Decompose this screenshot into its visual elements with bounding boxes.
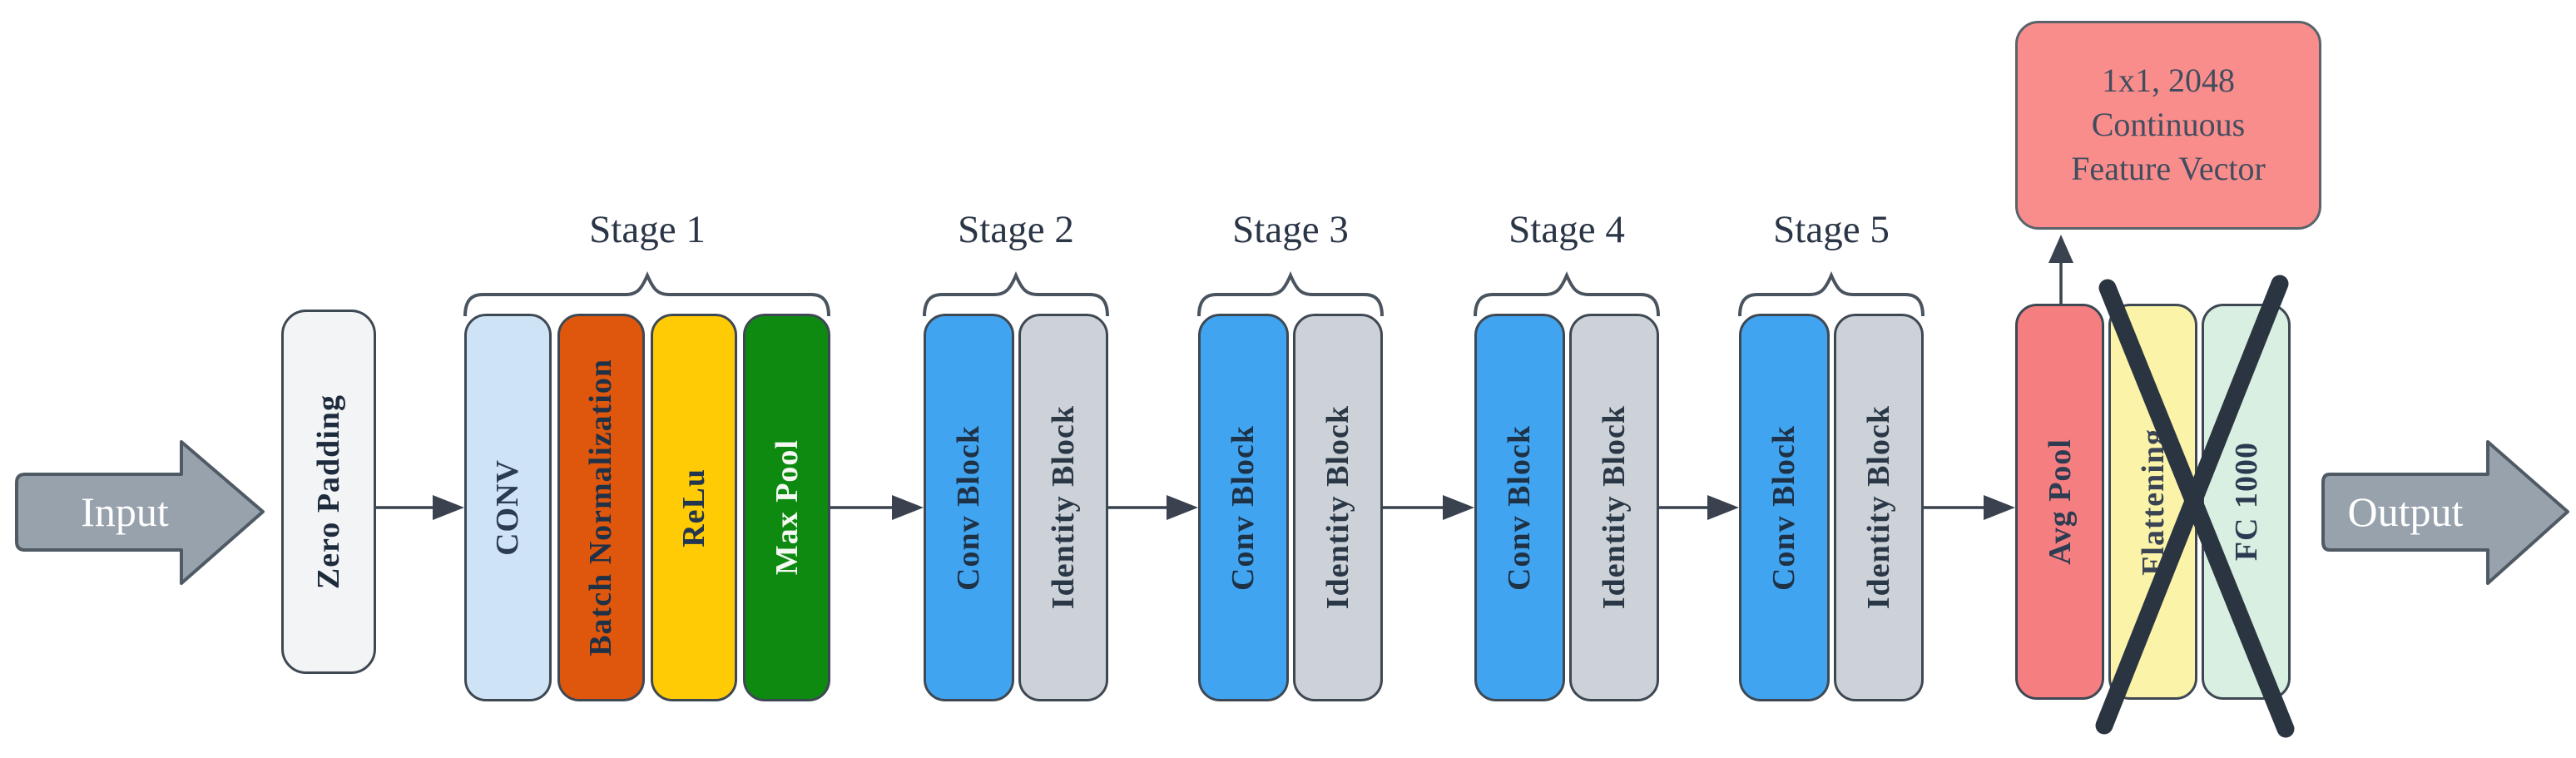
- feature-vector-line-3: Feature Vector: [2071, 149, 2266, 187]
- stage-2-label: Stage 2: [958, 208, 1074, 251]
- stage-4-conv-block-label: Conv Block: [1502, 424, 1538, 591]
- stage-3-identity-block: Identity Block: [1292, 314, 1383, 701]
- relu-label: ReLu: [676, 468, 711, 547]
- brace-stage-4: [1474, 271, 1660, 317]
- max-pool-block: Max Pool: [743, 314, 830, 701]
- brace-stage-3: [1197, 271, 1384, 317]
- stage-3-conv-block-label: Conv Block: [1226, 424, 1261, 591]
- batch-normalization-block: Batch Normalization: [557, 314, 645, 701]
- connector-arrow-stage3-to-stage4: [1383, 495, 1474, 520]
- input-arrow: [15, 440, 265, 585]
- connector-arrow-zero-to-stage1: [376, 495, 464, 520]
- output-arrow: [2321, 440, 2569, 585]
- stage-2-identity-block-label: Identity Block: [1045, 405, 1081, 610]
- up-arrow-avgpool-to-feature-vector: [2048, 235, 2073, 306]
- batch-normalization-label: Batch Normalization: [583, 359, 619, 656]
- zero-padding-group: Zero Padding: [281, 310, 376, 674]
- stage-4-group: Conv Block Identity Block: [1474, 314, 1659, 701]
- stage-5-conv-block-label: Conv Block: [1766, 424, 1802, 591]
- connector-arrow-stage4-to-stage5: [1659, 495, 1739, 520]
- max-pool-label: Max Pool: [769, 439, 805, 576]
- stage-2-conv-block-label: Conv Block: [951, 424, 987, 591]
- feature-vector-box: 1x1, 2048 Continuous Feature Vector: [2015, 21, 2321, 230]
- connector-arrow-stage5-to-avgpool: [1924, 495, 2015, 520]
- brace-stage-5: [1738, 271, 1925, 317]
- relu-block: ReLu: [650, 314, 738, 701]
- stage-4-label: Stage 4: [1508, 208, 1625, 251]
- input-arrow-label: Input: [81, 488, 169, 535]
- connector-arrow-stage2-to-stage3: [1108, 495, 1198, 520]
- stage-2-identity-block: Identity Block: [1018, 314, 1108, 701]
- zero-padding-block: Zero Padding: [281, 310, 376, 674]
- stage-2-conv-block: Conv Block: [924, 314, 1014, 701]
- conv-label: CONV: [490, 459, 526, 556]
- stage-4-identity-block-label: Identity Block: [1596, 405, 1632, 610]
- stage-4-conv-block: Conv Block: [1474, 314, 1565, 701]
- feature-vector-line-2: Continuous: [2091, 106, 2246, 144]
- brace-stage-2: [923, 271, 1109, 317]
- stage-3-label: Stage 3: [1232, 208, 1349, 251]
- stage-3-conv-block: Conv Block: [1198, 314, 1289, 701]
- zero-padding-label: Zero Padding: [311, 394, 346, 590]
- output-arrow-label: Output: [2347, 488, 2464, 535]
- stage-2-group: Conv Block Identity Block: [924, 314, 1108, 701]
- avg-pool-block: Avg Pool: [2015, 304, 2104, 700]
- brace-stage-1: [463, 271, 830, 317]
- stage-5-identity-block: Identity Block: [1833, 314, 1924, 701]
- feature-vector-line-1: 1x1, 2048: [2102, 62, 2235, 100]
- head-group: Avg Pool Flattening FC 1000: [2015, 304, 2291, 700]
- stage-3-group: Conv Block Identity Block: [1198, 314, 1383, 701]
- stage-1-label: Stage 1: [589, 208, 706, 251]
- fc-1000-block: FC 1000: [2202, 304, 2291, 700]
- flattening-block: Flattening: [2108, 304, 2197, 700]
- stage-5-label: Stage 5: [1773, 208, 1890, 251]
- flattening-label: Flattening: [2135, 428, 2171, 576]
- stage-1-group: CONV Batch Normalization ReLu Max Pool: [464, 314, 830, 701]
- stage-4-identity-block: Identity Block: [1568, 314, 1659, 701]
- stage-5-conv-block: Conv Block: [1739, 314, 1830, 701]
- stage-5-group: Conv Block Identity Block: [1739, 314, 1924, 701]
- conv-block: CONV: [464, 314, 552, 701]
- avg-pool-label: Avg Pool: [2042, 438, 2078, 565]
- stage-5-identity-block-label: Identity Block: [1860, 405, 1896, 610]
- stage-3-identity-block-label: Identity Block: [1320, 405, 1355, 610]
- fc-1000-label: FC 1000: [2228, 442, 2264, 562]
- connector-arrow-stage1-to-stage2: [830, 495, 924, 520]
